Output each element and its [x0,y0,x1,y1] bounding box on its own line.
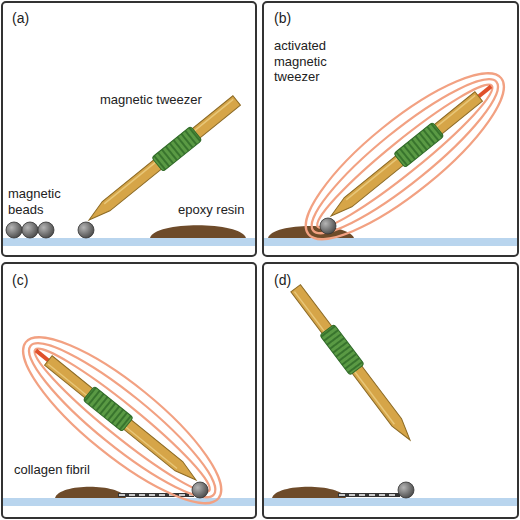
activated-tweezer [325,79,496,223]
magnetic-bead [6,222,22,238]
panel-frame [2,263,256,518]
glass-slide [264,238,517,246]
epoxy-resin [55,487,126,498]
glass-slide [264,498,517,506]
panel-letter: (d) [272,272,293,289]
glass-slide [3,238,255,246]
epoxy-resin [150,225,246,238]
collagen-fibril [119,494,193,496]
part-label: epoxy resin [176,202,246,218]
part-label: magnetic tweezer [98,92,204,108]
part-label: activated magnetic tweezer [272,38,348,85]
magnetic-tweezer [288,283,417,446]
panel-letter: (a) [10,10,31,27]
panel-letter: (c) [10,272,30,289]
magnetic-bead [192,482,208,498]
magnetic-bead [78,222,94,238]
panel-frame [263,263,518,518]
collagen-fibril [118,493,194,497]
epoxy-resin [272,487,346,498]
magnetic-bead [320,218,336,234]
panel-letter: (b) [272,10,293,27]
magnetic-bead [38,222,54,238]
part-label: magnetic beads [6,186,72,217]
collagen-fibril [338,493,400,497]
part-label: collagen fibril [12,462,92,478]
panel-frame [2,2,256,256]
panel-frame [263,2,518,256]
collagen-fibril [339,494,399,496]
magnetic-field [3,314,241,520]
magnetic-bead [398,482,414,498]
magnetic-bead [22,222,38,238]
